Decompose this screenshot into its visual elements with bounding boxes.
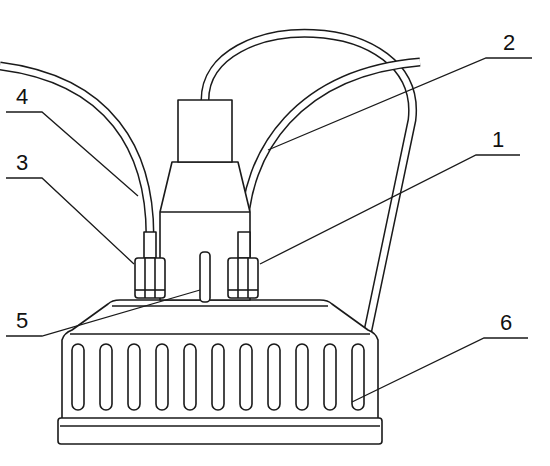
leader-line bbox=[260, 155, 520, 264]
nut-face bbox=[144, 258, 146, 298]
callout-number: 1 bbox=[490, 129, 506, 151]
fitting-stem bbox=[144, 232, 156, 258]
grip-slot bbox=[72, 344, 84, 410]
leader-line bbox=[6, 112, 138, 196]
grip-slots bbox=[72, 344, 364, 410]
hex-nut bbox=[228, 258, 258, 298]
nut-face bbox=[154, 258, 156, 298]
leader-line bbox=[6, 178, 134, 264]
callout-number: 6 bbox=[498, 312, 514, 334]
grip-slot bbox=[100, 344, 112, 410]
grip-slot bbox=[240, 344, 252, 410]
nut-face bbox=[237, 258, 239, 298]
nut-face bbox=[228, 289, 258, 291]
grip-slot bbox=[324, 344, 336, 410]
tube-inner bbox=[0, 66, 150, 236]
grip-slot bbox=[156, 344, 168, 410]
leader-line bbox=[352, 338, 528, 402]
tube-outer bbox=[0, 66, 150, 236]
connector-top bbox=[178, 100, 232, 162]
callout-number: 2 bbox=[501, 32, 517, 54]
grip-slot bbox=[128, 344, 140, 410]
cap-edge bbox=[70, 333, 370, 335]
grip-slot bbox=[184, 344, 196, 410]
cap-body bbox=[62, 300, 378, 420]
callout-number: 5 bbox=[14, 310, 30, 332]
nut-face bbox=[247, 258, 249, 298]
vent-slot bbox=[200, 252, 210, 302]
connector-edge bbox=[160, 211, 250, 213]
fitting-stem bbox=[238, 232, 250, 258]
leader-line bbox=[268, 58, 532, 150]
callout-number: 3 bbox=[14, 152, 30, 174]
grip-slot bbox=[296, 344, 308, 410]
grip-slot bbox=[212, 344, 224, 410]
cap-flange bbox=[58, 418, 382, 444]
hex-nut bbox=[135, 258, 165, 298]
cap-edge bbox=[60, 425, 380, 427]
grip-slot bbox=[268, 344, 280, 410]
nut-face bbox=[135, 289, 165, 291]
grip-slot bbox=[352, 344, 364, 410]
leader-line bbox=[6, 290, 200, 336]
callout-number: 4 bbox=[14, 86, 30, 108]
